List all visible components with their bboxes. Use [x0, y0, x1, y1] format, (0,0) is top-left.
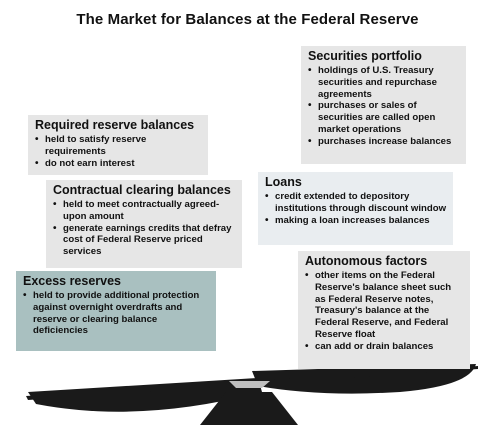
securities-heading: Securities portfolio [308, 49, 422, 63]
autonomous-factors-box: Autonomous factors other items on the Fe… [298, 251, 470, 369]
excess-item: held to provide additional protection ag… [23, 290, 210, 337]
autonomous-heading: Autonomous factors [305, 254, 428, 268]
loans-box: Loans credit extended to depository inst… [258, 172, 453, 245]
contractual-clearing-balances-box: Contractual clearing balances held to me… [46, 180, 242, 268]
excess-heading: Excess reserves [23, 274, 122, 288]
loans-item: making a loan increases balances [265, 215, 447, 227]
clearing-item: generate earnings credits that defray co… [53, 223, 236, 258]
loans-heading: Loans [265, 175, 302, 189]
loans-item: credit extended to depository institutio… [265, 191, 447, 215]
securities-item: holdings of U.S. Treasury securities and… [308, 65, 460, 100]
autonomous-item: other items on the Federal Reserve's bal… [305, 270, 464, 341]
securities-item: purchases or sales of securities are cal… [308, 100, 460, 135]
clearing-item: held to meet contractually agreed-upon a… [53, 199, 236, 223]
required-item: held to satisfy reserve requirements [35, 134, 202, 158]
required-item: do not earn interest [35, 158, 202, 170]
required-reserve-balances-box: Required reserve balances held to satisf… [28, 115, 208, 175]
excess-reserves-box: Excess reserves held to provide addition… [16, 271, 216, 351]
pivot-top [229, 381, 270, 388]
clearing-heading: Contractual clearing balances [53, 183, 231, 197]
securities-item: purchases increase balances [308, 136, 460, 148]
securities-portfolio-box: Securities portfolio holdings of U.S. Tr… [301, 46, 466, 164]
fulcrum [200, 392, 298, 425]
required-heading: Required reserve balances [35, 118, 195, 132]
diagram-title: The Market for Balances at the Federal R… [76, 11, 419, 28]
autonomous-item: can add or drain balances [305, 341, 464, 353]
